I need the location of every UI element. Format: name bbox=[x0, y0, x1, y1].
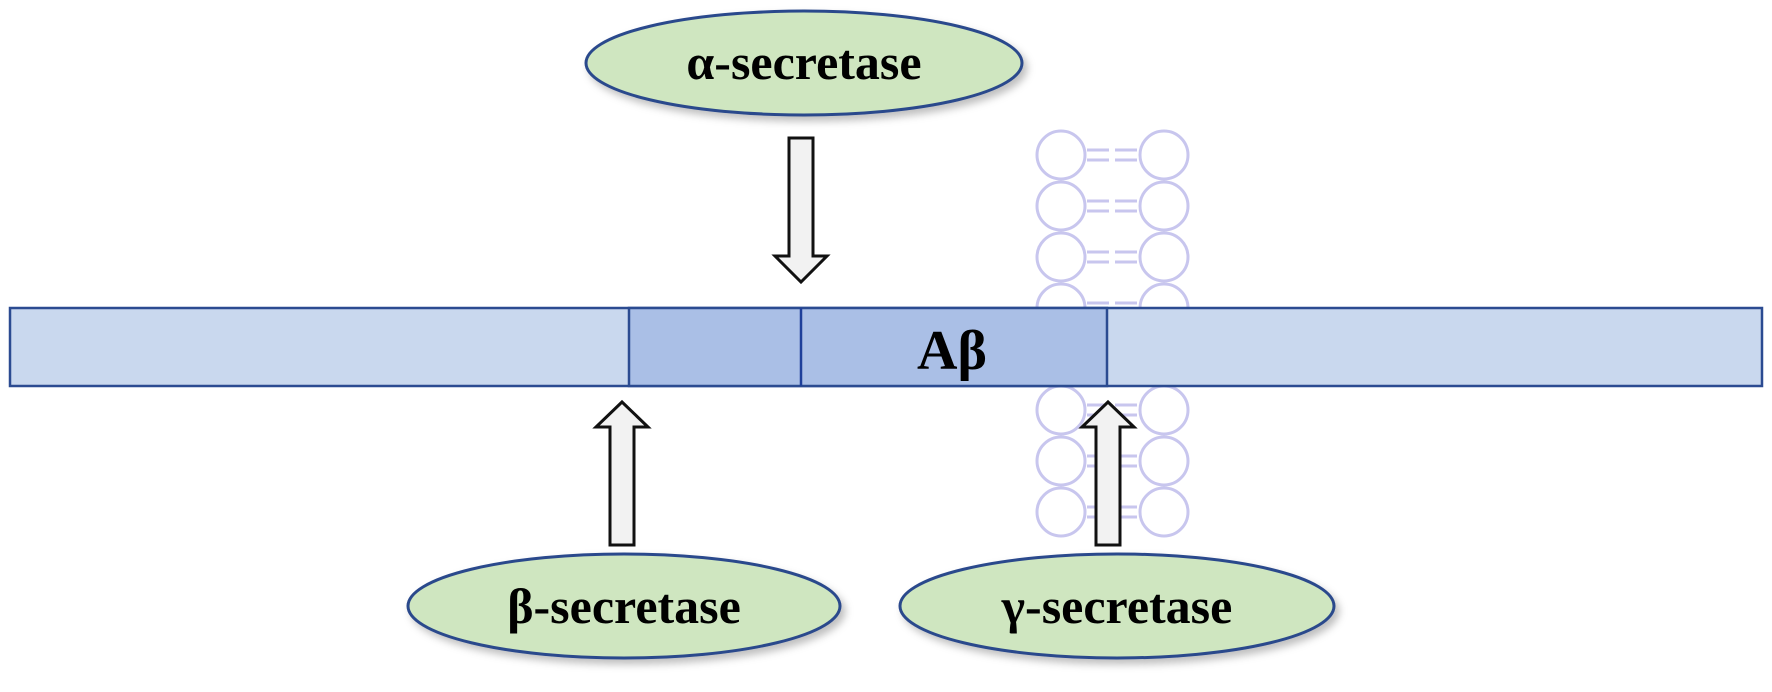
gamma-arrow bbox=[1078, 399, 1138, 547]
alpha-arrow bbox=[771, 136, 831, 285]
lipid-head-icon bbox=[1138, 231, 1190, 283]
lipid-head-icon bbox=[1035, 435, 1087, 487]
abeta-label: Aβ bbox=[917, 320, 987, 382]
gamma-secretase-label: γ-secretase bbox=[1001, 578, 1233, 634]
lipid-head-icon bbox=[1035, 180, 1087, 232]
abeta-region bbox=[627, 306, 1109, 388]
lipid-head-icon bbox=[1035, 384, 1087, 436]
alpha-secretase-ellipse bbox=[584, 9, 1024, 117]
lipid-head-icon bbox=[1138, 486, 1190, 538]
alpha-secretase-label: α-secretase bbox=[686, 34, 921, 90]
lipid-head-icon bbox=[1138, 129, 1190, 181]
gamma-secretase-node: γ-secretase bbox=[898, 552, 1336, 660]
gamma-secretase-ellipse bbox=[898, 552, 1336, 660]
lipid-head-icon bbox=[1035, 129, 1087, 181]
lipid-head-icon bbox=[1138, 384, 1190, 436]
beta-secretase-label: β-secretase bbox=[507, 578, 741, 634]
lipid-head-icon bbox=[1138, 435, 1190, 487]
beta-secretase-ellipse bbox=[406, 552, 842, 660]
lipid-head-icon bbox=[1138, 180, 1190, 232]
lipid-head-icon bbox=[1035, 486, 1087, 538]
alpha-secretase-node: α-secretase bbox=[584, 9, 1024, 117]
lipid-head-icon bbox=[1035, 231, 1087, 283]
beta-secretase-node: β-secretase bbox=[406, 552, 842, 660]
beta-arrow bbox=[592, 399, 652, 547]
